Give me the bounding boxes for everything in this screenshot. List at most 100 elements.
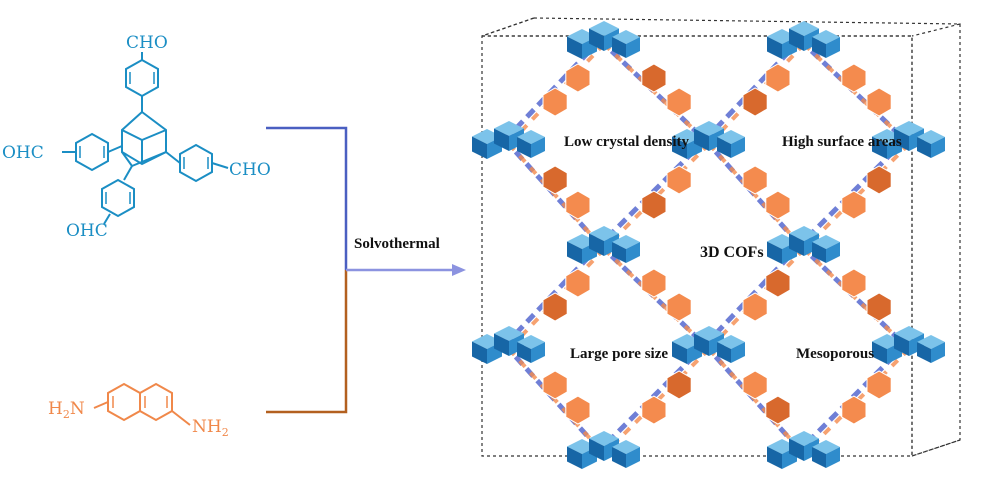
hexagon-unit	[765, 268, 791, 298]
linker-bond	[707, 347, 806, 456]
cube-right-face	[931, 137, 945, 158]
hexagon-unit	[742, 370, 768, 400]
cube-left-face	[612, 447, 626, 468]
hexagon-unit	[841, 190, 867, 220]
cube-left-face	[517, 342, 531, 363]
naphthalene-inner-bonds	[112, 396, 168, 408]
benzene-ring-right	[179, 143, 213, 183]
cube-left-face	[672, 136, 687, 159]
cube-left-face	[589, 233, 604, 256]
cube-left-face	[612, 242, 626, 263]
cube-node	[717, 130, 745, 158]
label-large-pore-size: Large pore size	[570, 346, 668, 362]
cube-node	[917, 335, 945, 363]
benzene-ring-left	[75, 132, 109, 172]
benzene-inner-bonds	[79, 72, 209, 204]
hexagon-unit	[742, 87, 768, 117]
cube-left-face	[789, 438, 804, 461]
hexagon-layer	[542, 63, 892, 425]
cho-top-label: CHO	[126, 33, 168, 53]
cube-left-face	[517, 137, 531, 158]
cube-left-face	[589, 438, 604, 461]
cube-left-face	[789, 28, 804, 51]
cube-left-face	[694, 128, 709, 151]
naphthalene-ring-right	[139, 382, 173, 422]
cube-left-face	[917, 137, 931, 158]
cube-right-face	[731, 342, 745, 363]
hexagon-unit	[666, 370, 692, 400]
cube-left-face	[812, 37, 826, 58]
cube-left-face	[672, 341, 687, 364]
hexagon-unit	[742, 292, 768, 322]
cube-node	[612, 440, 640, 468]
cube-node	[894, 326, 924, 356]
cube-node	[694, 326, 724, 356]
hexagon-unit	[666, 292, 692, 322]
reaction-line-top	[266, 126, 348, 270]
cube-node	[872, 334, 902, 364]
cube-node	[812, 440, 840, 468]
cube-node	[517, 335, 545, 363]
hexagon-unit	[866, 165, 892, 195]
hexagon-unit	[641, 190, 667, 220]
label-high-surface-areas: High surface areas	[782, 134, 902, 150]
cube-left-face	[872, 136, 887, 159]
cube-node	[812, 235, 840, 263]
cube-left-face	[567, 241, 582, 264]
cube-left-face	[494, 333, 509, 356]
cube-right-face	[931, 342, 945, 363]
cube-left-face	[472, 341, 487, 364]
cube-right-face	[731, 137, 745, 158]
cof-framework	[472, 17, 961, 469]
cube-right-face	[626, 447, 640, 468]
cube-left-face	[612, 37, 626, 58]
cube-left-face	[589, 28, 604, 51]
hexagon-unit	[542, 165, 568, 195]
hexagon-unit	[565, 190, 591, 220]
cube-right-face	[531, 342, 545, 363]
cube-node	[812, 30, 840, 58]
cube-left-face	[812, 447, 826, 468]
unit-cell-box	[481, 17, 961, 457]
cube-left-face	[789, 233, 804, 256]
cube-node	[517, 130, 545, 158]
cube-left-face	[812, 242, 826, 263]
cube-left-face	[717, 137, 731, 158]
cube-left-face	[767, 36, 782, 59]
cube-left-face	[472, 136, 487, 159]
hexagon-unit	[841, 268, 867, 298]
benzene-ring-top	[125, 58, 159, 98]
hexagon-unit	[641, 395, 667, 425]
arrow-head-icon	[452, 264, 466, 276]
linker-bond	[707, 142, 806, 251]
cube-left-face	[917, 342, 931, 363]
cube-right-face	[626, 37, 640, 58]
nh2-right-label: NH2	[192, 417, 229, 439]
hexagon-unit	[666, 87, 692, 117]
cube-left-face	[567, 446, 582, 469]
hexagon-unit	[542, 370, 568, 400]
cube-right-face	[626, 242, 640, 263]
cube-left-face	[567, 36, 582, 59]
cube-node	[717, 335, 745, 363]
ohc-left-label: OHC	[2, 143, 44, 163]
cube-right-face	[826, 447, 840, 468]
hexagon-unit	[841, 395, 867, 425]
hexagon-unit	[765, 190, 791, 220]
hexagon-unit	[565, 395, 591, 425]
hexagon-unit	[841, 63, 867, 93]
linker-bond	[507, 142, 606, 251]
hexagon-unit	[666, 165, 692, 195]
cube-node	[917, 130, 945, 158]
label-3d-cofs: 3D COFs	[700, 244, 764, 261]
label-mesoporous: Mesoporous	[796, 346, 874, 362]
label-low-crystal-density: Low crystal density	[564, 134, 689, 150]
hexagon-unit	[565, 63, 591, 93]
hexagon-unit	[765, 63, 791, 93]
nh2-left-label: H2N	[48, 399, 85, 421]
hexagon-unit	[641, 268, 667, 298]
cube-left-face	[717, 342, 731, 363]
hexagon-unit	[742, 165, 768, 195]
hexagon-unit	[641, 63, 667, 93]
